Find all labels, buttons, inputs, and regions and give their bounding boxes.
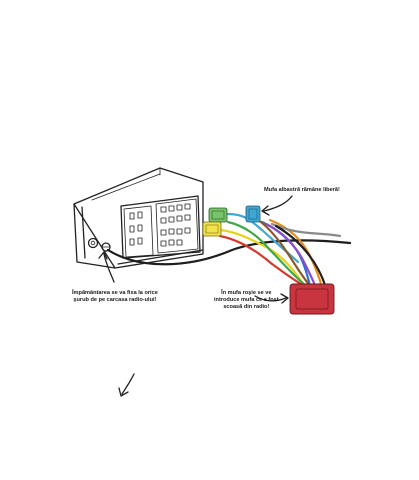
connector-blue (245, 205, 261, 223)
ground-screw-icon (87, 237, 111, 252)
arrow-to-ground-icon (98, 251, 115, 283)
ground-note-line-1: Împământarea se va fixa la orice (72, 290, 158, 296)
radio-unit (73, 167, 204, 269)
arrow-to-red-plug-icon (254, 293, 289, 304)
red-plug-note-line-1: În mufa roşie se ve (221, 290, 272, 296)
blue-plug-note-line-1: Mufa albastră rămâne liberă! (264, 187, 340, 193)
arrow-bottom-icon (118, 373, 135, 397)
ground-note-line-2: şurub de pe carcasa radio-ului! (73, 297, 157, 303)
blue-plug-note: Mufa albastră rămâne liberă! (264, 187, 340, 194)
red-plug-note-line-3: scoasă din radio! (223, 304, 270, 310)
red-plug-note-line-2: introduce mufa ce a fost (214, 297, 279, 303)
arrow-to-blue-plug-icon (261, 195, 293, 216)
radio-iso-socket (120, 195, 201, 259)
connector-red (289, 283, 335, 315)
ground-note: Împământarea se va fixa la orice şurub d… (72, 290, 158, 304)
wire-bundle (106, 212, 352, 290)
red-plug-note: În mufa roşie se ve introduce mufa ce a … (214, 290, 279, 311)
connector-green (208, 207, 228, 223)
connector-yellow (202, 221, 222, 237)
